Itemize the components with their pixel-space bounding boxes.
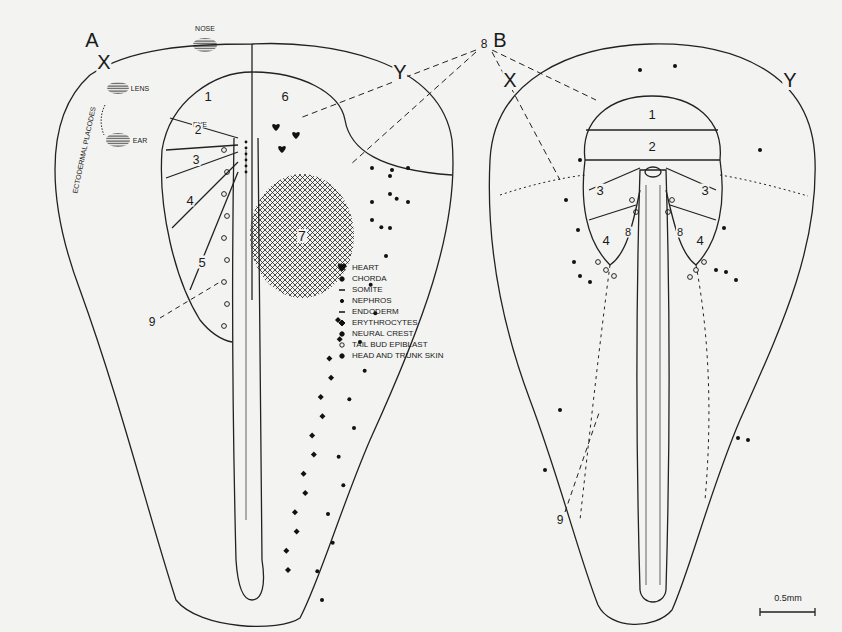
callout-label: Y [392, 62, 407, 82]
legend-text: HEART [352, 264, 379, 272]
callout-label: 3 [595, 184, 604, 197]
callout-label: A [84, 30, 99, 50]
callout-label: X [502, 70, 517, 90]
legend-text: NEPHROS [352, 297, 392, 305]
callout-label: 7 [297, 229, 307, 243]
legend-text: ENDODERM [352, 308, 399, 316]
callout-label: EAR [132, 137, 148, 144]
callout-label: LENS [130, 85, 150, 92]
legend-text: NEURAL CREST [352, 330, 414, 338]
callout-label: 3 [192, 154, 201, 166]
callout-label: 4 [695, 234, 704, 247]
legend-text: SOMITE [352, 286, 383, 294]
callout-label: 9 [148, 316, 157, 328]
callout-label: 8 [624, 227, 632, 238]
callout-label: 2 [647, 140, 656, 153]
legend-text: ERYTHROCYTES [352, 319, 418, 327]
callout-label: 8 [676, 227, 684, 238]
legend-text: CHORDA [352, 275, 387, 283]
callout-label: 1 [203, 90, 212, 103]
callout-label: NOSE [194, 25, 216, 32]
callout-label: 6 [280, 90, 289, 103]
legend-text: TAIL BUD EPIBLAST [352, 341, 428, 349]
callout-label: 1 [647, 108, 656, 121]
callout-label: 5 [197, 256, 206, 269]
callout-label: 0.5mm [773, 594, 803, 603]
callout-label: 4 [185, 194, 194, 207]
legend-text: HEAD AND TRUNK SKIN [352, 352, 443, 360]
callout-label: 8 [480, 38, 489, 50]
callout-label: 2 [194, 124, 203, 136]
callout-label: X [96, 52, 111, 72]
callout-label: Y [782, 70, 797, 90]
callout-label: B [492, 30, 507, 50]
region-label: ECTODERMAL PLACODES [71, 105, 97, 195]
callout-label: 9 [556, 514, 565, 526]
callout-label: 3 [700, 184, 709, 197]
callout-label: 4 [601, 234, 610, 247]
